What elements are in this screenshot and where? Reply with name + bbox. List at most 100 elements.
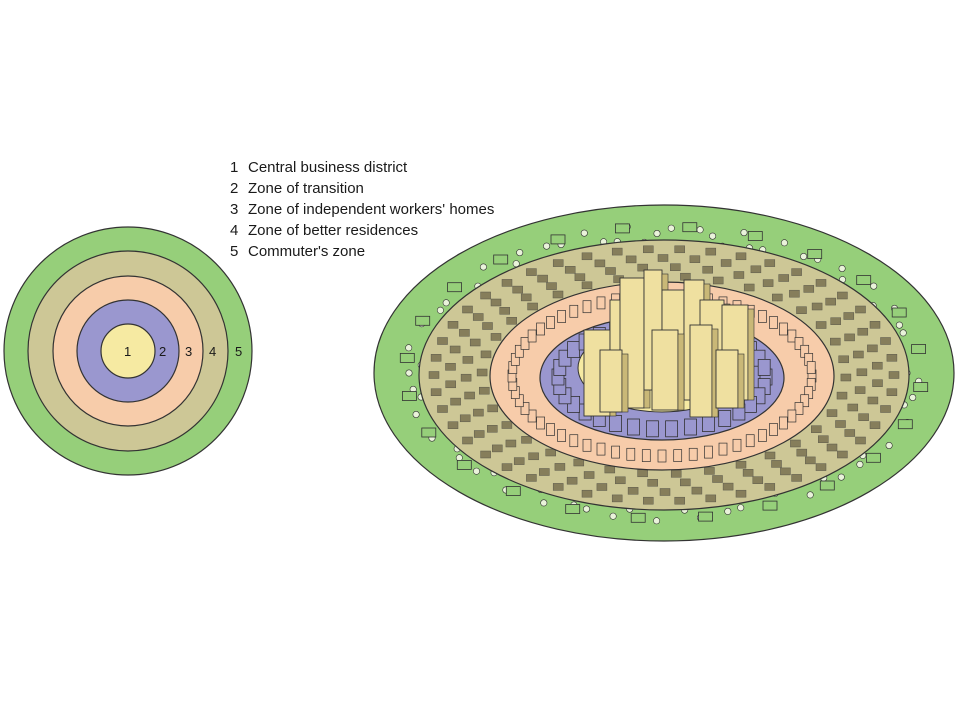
row-house-icon [557, 310, 566, 323]
skyscraper-side [737, 353, 745, 409]
concentric-circle-diagram: 1 2 3 4 5 [3, 226, 253, 476]
row-house-icon [557, 429, 566, 442]
tree-icon [580, 229, 588, 237]
legend-label: Zone of transition [248, 180, 364, 197]
house-icon [811, 425, 822, 433]
legend-item-4: 4 Zone of better residences [230, 220, 494, 241]
house-icon [630, 512, 646, 523]
row-house-icon [794, 337, 804, 350]
house-icon [855, 436, 866, 445]
house-icon [762, 279, 774, 287]
house-icon [537, 274, 548, 283]
house-icon [460, 373, 472, 382]
house-icon [856, 368, 868, 377]
house-icon [867, 344, 878, 353]
house-icon [778, 274, 789, 282]
house-icon [611, 494, 623, 503]
zone-legend: 1 Central business district 2 Zone of tr… [230, 157, 494, 262]
row-house-icon [769, 423, 778, 436]
house-icon [855, 305, 866, 314]
transition-building-icon [684, 418, 697, 436]
better-residences-houses [428, 245, 900, 505]
house-icon [415, 315, 431, 326]
row-house-icon [611, 445, 620, 459]
house-icon [501, 279, 513, 287]
zone-1-circle [100, 323, 156, 379]
house-icon [401, 391, 417, 401]
house-icon [521, 436, 532, 444]
house-icon [750, 265, 762, 274]
house-icon [581, 281, 593, 290]
house-icon [819, 480, 835, 491]
row-house-icon [596, 296, 606, 310]
house-icon [469, 338, 481, 347]
skyscraper-icon [651, 329, 679, 411]
house-icon [843, 312, 855, 320]
house-icon [625, 255, 637, 264]
house-icon [512, 285, 523, 294]
row-house-icon [787, 409, 797, 423]
house-icon [722, 482, 734, 491]
skyscraper-icon [715, 349, 739, 409]
row-house-icon [641, 449, 651, 462]
house-icon [854, 386, 866, 394]
legend-item-5: 5 Commuter's zone [230, 241, 494, 262]
tree-icon [442, 299, 450, 307]
house-icon [791, 268, 802, 276]
row-house-icon [769, 316, 778, 329]
row-house-icon [626, 447, 636, 461]
tree-icon [885, 441, 893, 449]
house-icon [836, 391, 848, 400]
legend-item-3: 3 Zone of independent workers' homes [230, 199, 494, 220]
house-icon [573, 458, 585, 467]
house-icon [456, 459, 472, 470]
house-icon [487, 425, 498, 433]
house-icon [670, 470, 682, 478]
tree-icon [737, 504, 745, 512]
row-house-icon [569, 304, 579, 318]
house-icon [764, 259, 776, 267]
skyscraper-icon [599, 349, 623, 413]
house-icon [826, 443, 838, 452]
house-icon [847, 403, 859, 412]
tree-icon [436, 306, 444, 314]
legend-label: Commuter's zone [248, 243, 366, 260]
house-icon [657, 254, 669, 262]
house-icon [818, 435, 829, 443]
house-icon [505, 486, 521, 496]
legend-number: 5 [230, 243, 239, 260]
house-icon [552, 290, 564, 299]
tree-icon [800, 253, 808, 261]
tree-icon [582, 505, 590, 513]
tree-icon [724, 507, 732, 515]
house-icon [815, 321, 827, 329]
house-icon [815, 463, 827, 471]
house-icon [886, 388, 898, 396]
skyscraper-side [747, 308, 755, 401]
city-illustration [373, 204, 955, 542]
row-house-icon [514, 344, 524, 358]
house-icon [844, 333, 855, 342]
house-icon [480, 350, 492, 359]
house-icon [437, 405, 448, 413]
house-icon [564, 266, 576, 274]
house-icon [643, 245, 654, 254]
house-icon [428, 371, 440, 379]
house-icon [674, 496, 685, 505]
transition-building-icon [757, 358, 771, 376]
house-icon [837, 291, 848, 300]
house-icon [526, 268, 537, 276]
house-icon [807, 249, 823, 259]
house-icon [462, 356, 474, 364]
house-icon [762, 500, 778, 511]
tree-icon [856, 460, 864, 468]
house-icon [476, 368, 488, 377]
house-icon [840, 373, 852, 382]
ring-label-4: 4 [209, 344, 216, 359]
row-house-icon [779, 322, 788, 336]
tree-icon [412, 410, 420, 418]
house-icon [447, 421, 459, 429]
row-house-icon [704, 445, 713, 459]
row-house-icon [779, 416, 788, 430]
house-icon [733, 271, 745, 279]
